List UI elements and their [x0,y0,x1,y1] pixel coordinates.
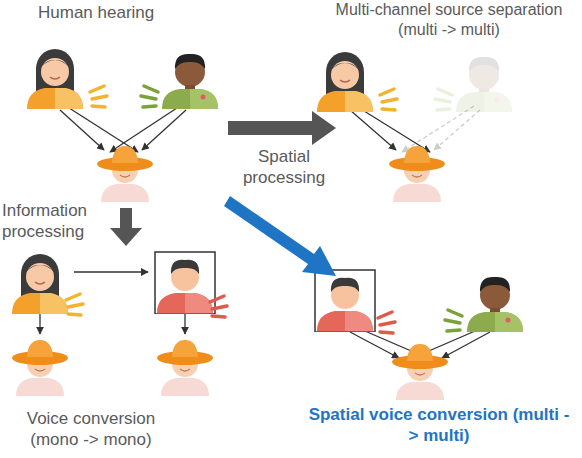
panel-label: Multi-channel source separation (multi -… [318,0,580,40]
panel-label: Information processing [2,200,110,243]
highlight-title: Spatial voice conversion (multi -> multi… [306,404,572,447]
panel-label: Voice conversion (mono -> mono) [2,408,180,451]
spatial-vc-arrow [224,196,336,276]
voice-conversion-scene [12,252,227,396]
human-hearing-scene [27,49,218,202]
spatial-vc-scene [315,270,523,400]
separation-scene [317,52,512,202]
panel-label: Spatial processing [236,146,332,189]
panel-label: Human hearing [38,2,208,23]
info-arrow [110,208,142,246]
spatial-arrow [228,111,336,145]
